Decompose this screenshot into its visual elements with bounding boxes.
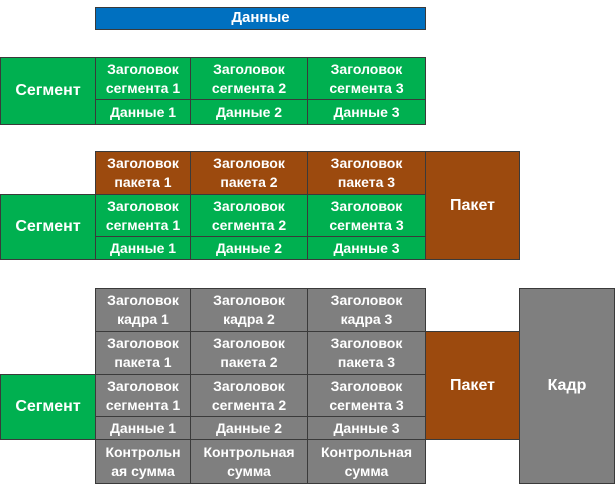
data-bar: Данные bbox=[95, 7, 426, 30]
data-cell-3: Данные 3 bbox=[307, 99, 426, 125]
packet-label: Пакет bbox=[425, 151, 520, 260]
segment-header-3: Заголовок сегмента 3 bbox=[307, 57, 426, 100]
packet-header-2: Заголовок пакета 2 bbox=[190, 151, 308, 195]
frame-header-2: Заголовок кадра 2 bbox=[190, 288, 308, 332]
segment-header-1: Заголовок сегмента 1 bbox=[95, 374, 191, 417]
data-cell-1: Данные 1 bbox=[95, 99, 191, 125]
packet-header-1: Заголовок пакета 1 bbox=[95, 151, 191, 195]
data-cell-3: Данные 3 bbox=[307, 236, 426, 260]
checksum-3: Контрольная сумма bbox=[307, 439, 426, 484]
data-cell-3: Данные 3 bbox=[307, 416, 426, 440]
data-cell-2: Данные 2 bbox=[190, 236, 308, 260]
segment-header-3: Заголовок сегмента 3 bbox=[307, 374, 426, 417]
segment-header-2: Заголовок сегмента 2 bbox=[190, 374, 308, 417]
data-cell-2: Данные 2 bbox=[190, 99, 308, 125]
data-cell-2: Данные 2 bbox=[190, 416, 308, 440]
segment-header-1: Заголовок сегмента 1 bbox=[95, 57, 191, 100]
packet-label: Пакет bbox=[425, 331, 520, 440]
checksum-1: Контрольн ая сумма bbox=[95, 439, 191, 484]
frame-header-1: Заголовок кадра 1 bbox=[95, 288, 191, 332]
segment-header-2: Заголовок сегмента 2 bbox=[190, 194, 308, 237]
packet-header-3: Заголовок пакета 3 bbox=[307, 331, 426, 375]
checksum-2: Контрольная сумма bbox=[190, 439, 308, 484]
frame-label: Кадр bbox=[519, 288, 615, 484]
segment-label: Сегмент bbox=[0, 57, 96, 125]
segment-header-3: Заголовок сегмента 3 bbox=[307, 194, 426, 237]
segment-header-2: Заголовок сегмента 2 bbox=[190, 57, 308, 100]
packet-header-2: Заголовок пакета 2 bbox=[190, 331, 308, 375]
packet-header-3: Заголовок пакета 3 bbox=[307, 151, 426, 195]
packet-header-1: Заголовок пакета 1 bbox=[95, 331, 191, 375]
data-cell-1: Данные 1 bbox=[95, 416, 191, 440]
data-cell-1: Данные 1 bbox=[95, 236, 191, 260]
segment-label: Сегмент bbox=[0, 194, 96, 260]
frame-header-3: Заголовок кадра 3 bbox=[307, 288, 426, 332]
segment-label: Сегмент bbox=[0, 374, 96, 440]
segment-header-1: Заголовок сегмента 1 bbox=[95, 194, 191, 237]
